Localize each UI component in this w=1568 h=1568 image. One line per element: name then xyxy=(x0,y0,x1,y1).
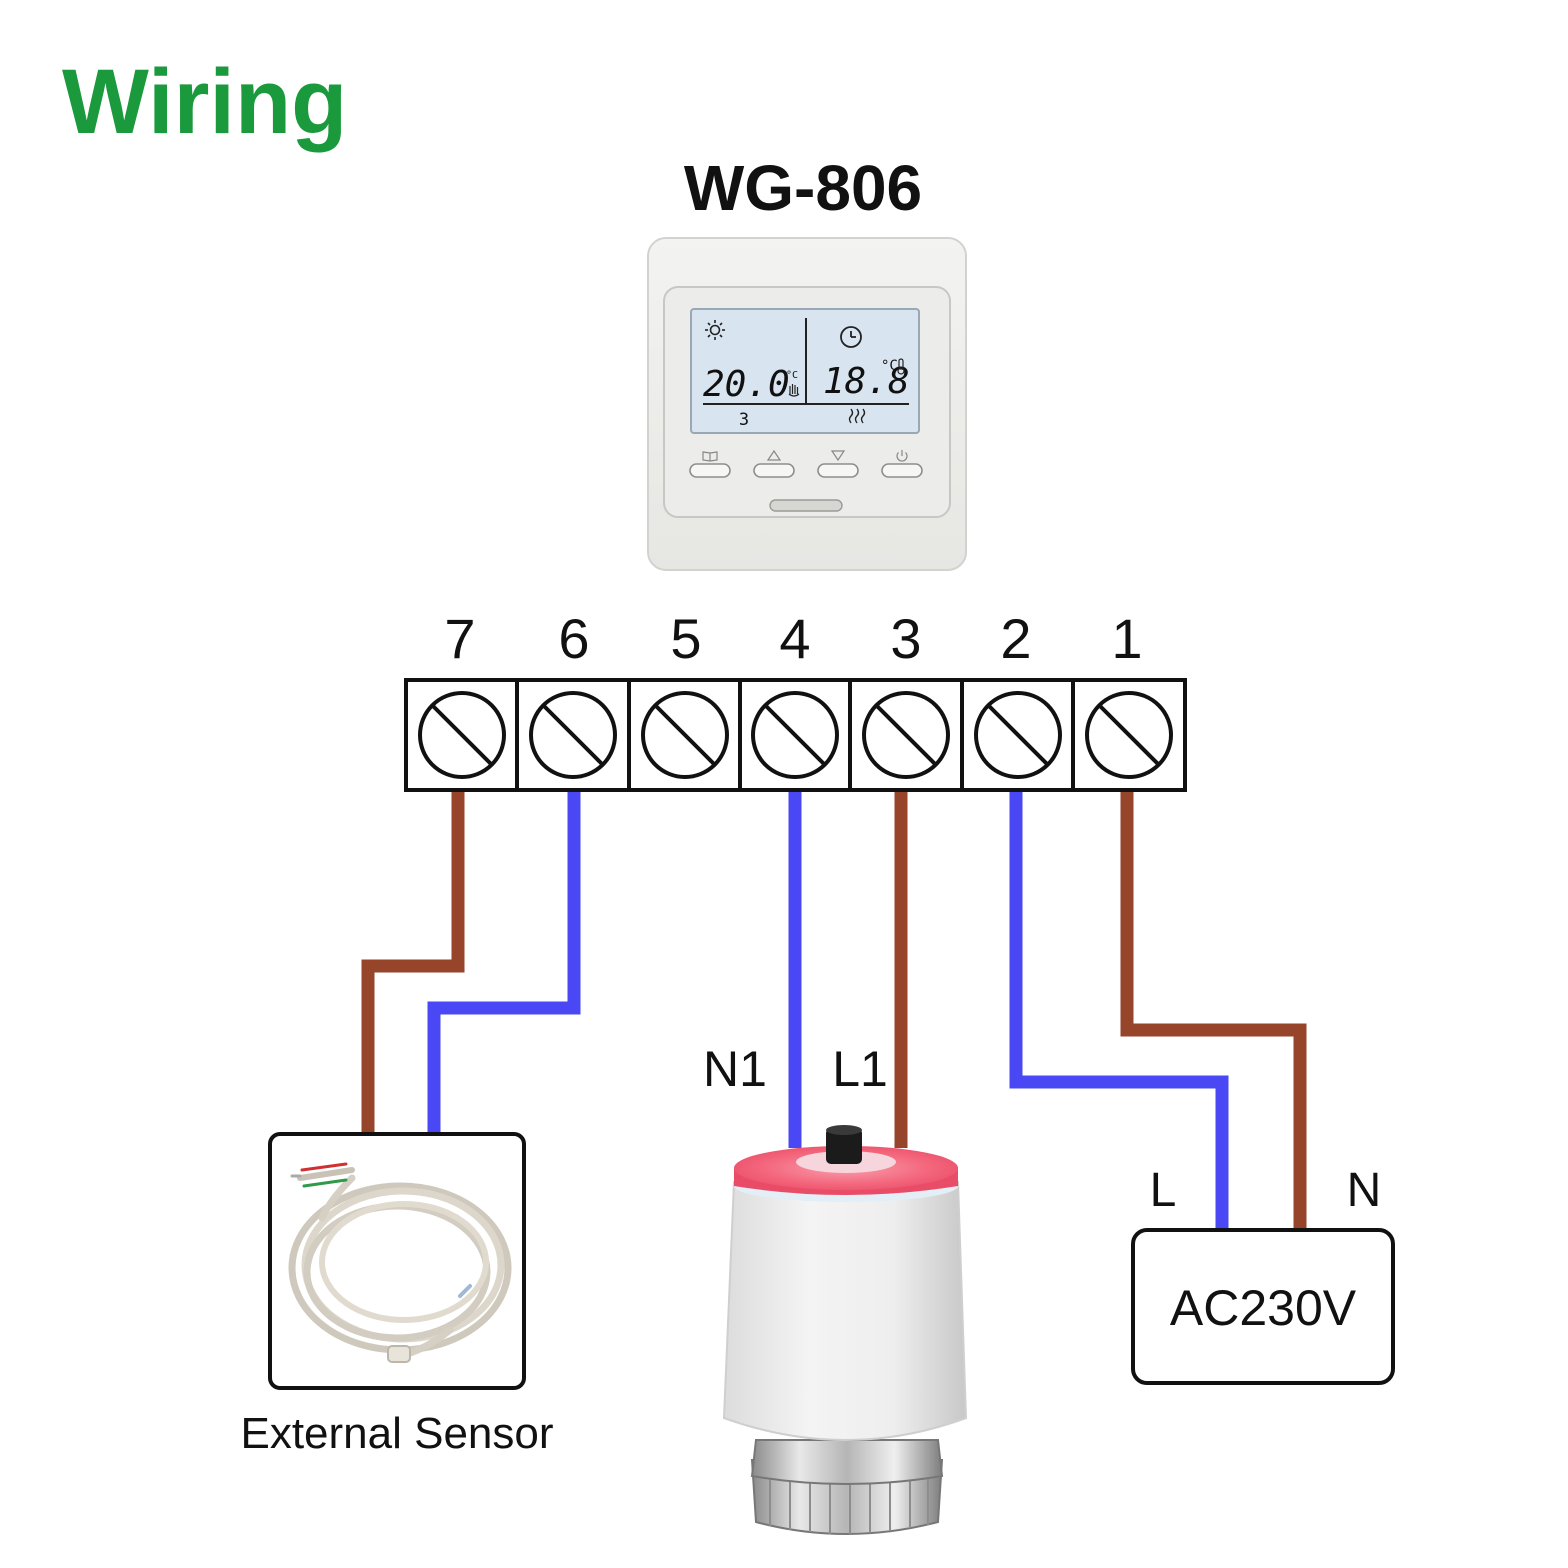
terminal-number-6: 6 xyxy=(558,607,589,670)
clock-icon xyxy=(840,326,862,348)
diagram-title: Wiring xyxy=(62,51,347,153)
label-l1: L1 xyxy=(832,1041,888,1097)
terminal-screw-2 xyxy=(974,691,1062,779)
thermometer-icon xyxy=(897,358,905,375)
power-button[interactable] xyxy=(881,463,923,478)
lcd-program-number: 3 xyxy=(739,410,749,430)
up-button[interactable] xyxy=(753,463,795,478)
terminal-number-7: 7 xyxy=(444,607,475,670)
wire-terminal-6-sensor xyxy=(427,790,581,1134)
terminal-screw-3 xyxy=(862,691,950,779)
power-supply-box: AC230V xyxy=(1131,1228,1395,1385)
terminal-number-1: 1 xyxy=(1111,607,1142,670)
lcd-screen: 20.0 °C 3 18.8 °C xyxy=(690,308,920,434)
menu-button[interactable] xyxy=(689,463,731,478)
power-icon xyxy=(896,450,908,462)
terminal-number-3: 3 xyxy=(890,607,921,670)
wire-terminal-7-sensor xyxy=(361,790,465,1134)
label-n1: N1 xyxy=(703,1041,767,1097)
terminal-screw-7 xyxy=(418,691,506,779)
down-arrow-icon xyxy=(830,450,846,462)
terminal-number-5: 5 xyxy=(670,607,701,670)
thermal-actuator xyxy=(722,1125,968,1535)
terminal-numbers: 7 6 5 4 3 2 1 xyxy=(444,607,1142,670)
terminal-number-2: 2 xyxy=(1000,607,1031,670)
wire-terminal-2-power-l xyxy=(1009,790,1229,1230)
sensor-label: External Sensor xyxy=(240,1409,553,1458)
terminal-screw-6 xyxy=(529,691,617,779)
label-n: N xyxy=(1347,1164,1382,1217)
lcd-right-unit: °C xyxy=(881,358,898,374)
external-sensor: External Sensor xyxy=(240,1132,554,1458)
thermostat-device: 20.0 °C 3 18.8 °C xyxy=(647,237,967,571)
sensor-cable-image xyxy=(288,1162,512,1363)
terminal-block xyxy=(404,678,1187,792)
lcd-right-temperature: 18.8 xyxy=(823,361,910,402)
terminal-screw-5 xyxy=(641,691,729,779)
thermostat-buttons xyxy=(689,449,923,512)
lcd-left-temperature: 20.0 xyxy=(703,364,790,405)
terminal-number-4: 4 xyxy=(779,607,810,670)
sun-icon xyxy=(705,320,725,340)
wire-terminal-1-power-n xyxy=(1120,790,1307,1230)
lcd-left-unit: °C xyxy=(786,370,798,381)
book-icon xyxy=(702,451,718,462)
label-l: L xyxy=(1150,1164,1177,1217)
panel-release-slot xyxy=(769,499,843,512)
terminal-screw-1 xyxy=(1085,691,1173,779)
hand-icon xyxy=(788,384,800,397)
model-label: WG-806 xyxy=(684,152,922,224)
heating-icon xyxy=(848,408,866,424)
up-arrow-icon xyxy=(766,449,782,461)
power-supply-label: AC230V xyxy=(1170,1280,1357,1336)
wires xyxy=(361,790,1307,1230)
terminal-screw-4 xyxy=(751,691,839,779)
down-button[interactable] xyxy=(817,463,859,478)
